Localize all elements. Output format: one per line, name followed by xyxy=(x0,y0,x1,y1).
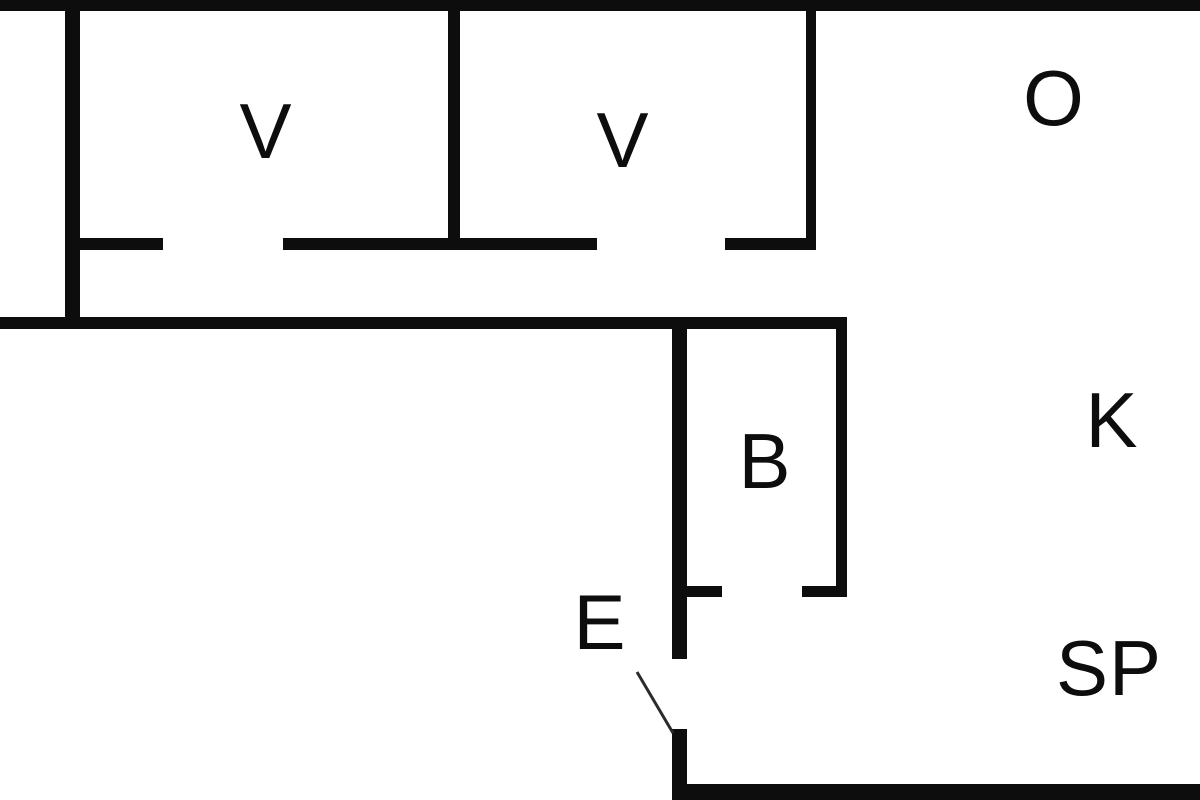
room-label-sp: SP xyxy=(1055,624,1163,712)
top-wall xyxy=(0,0,1200,11)
room-label-k: K xyxy=(1085,376,1139,464)
bath-door-jamb-left xyxy=(687,586,722,597)
bath-left-wall-lower xyxy=(672,729,687,789)
v-door-jamb-middle xyxy=(283,238,597,250)
v1-door-jamb-left xyxy=(80,238,163,250)
room-label-o: O xyxy=(1023,54,1085,142)
main-horizontal-wall xyxy=(0,317,847,329)
room-label-v1: V xyxy=(239,87,293,175)
room-label-e: E xyxy=(573,578,627,666)
entrance-door-swing-line xyxy=(635,671,675,734)
bath-left-wall-upper xyxy=(672,317,687,659)
bath-right-wall xyxy=(836,317,847,597)
hall-left-wall xyxy=(65,11,80,327)
bath-door-jamb-right xyxy=(802,586,847,597)
v2-right-wall xyxy=(806,11,816,250)
room-label-v2: V xyxy=(596,96,650,184)
room-label-b: B xyxy=(738,417,792,505)
v2-door-jamb-right xyxy=(725,238,816,250)
bottom-wall xyxy=(672,784,1200,800)
v-divider-wall xyxy=(448,11,460,250)
